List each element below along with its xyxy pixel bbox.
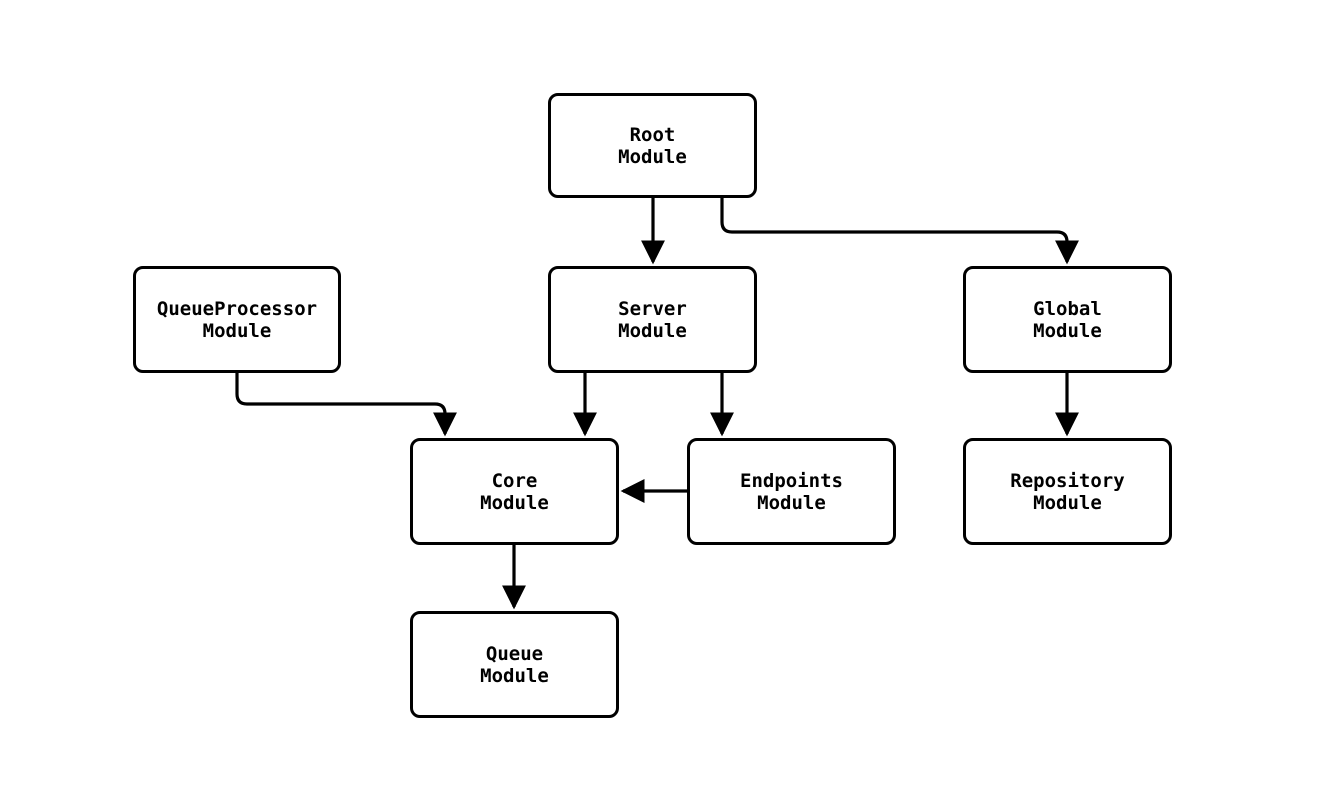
node-label-global-module: Global Module [1033, 297, 1102, 342]
node-server-module: Server Module [548, 266, 757, 373]
node-label-repository-module: Repository Module [1010, 469, 1125, 514]
node-label-core-module: Core Module [480, 469, 549, 514]
node-core-module: Core Module [410, 438, 619, 545]
node-global-module: Global Module [963, 266, 1172, 373]
node-queue-module: Queue Module [410, 611, 619, 718]
node-label-root-module: Root Module [618, 123, 687, 168]
edge-queueprocessor-module-to-core-module [235, 373, 457, 437]
node-endpoints-module: Endpoints Module [687, 438, 896, 545]
edges-group [235, 198, 1079, 610]
node-label-server-module: Server Module [618, 297, 687, 342]
node-root-module: Root Module [548, 93, 757, 198]
node-queueprocessor-module: QueueProcessor Module [133, 266, 341, 373]
node-label-endpoints-module: Endpoints Module [740, 469, 843, 514]
edge-root-module-to-global-module [720, 198, 1079, 265]
node-repository-module: Repository Module [963, 438, 1172, 545]
node-label-queueprocessor-module: QueueProcessor Module [156, 297, 318, 342]
node-label-queue-module: Queue Module [480, 642, 549, 687]
